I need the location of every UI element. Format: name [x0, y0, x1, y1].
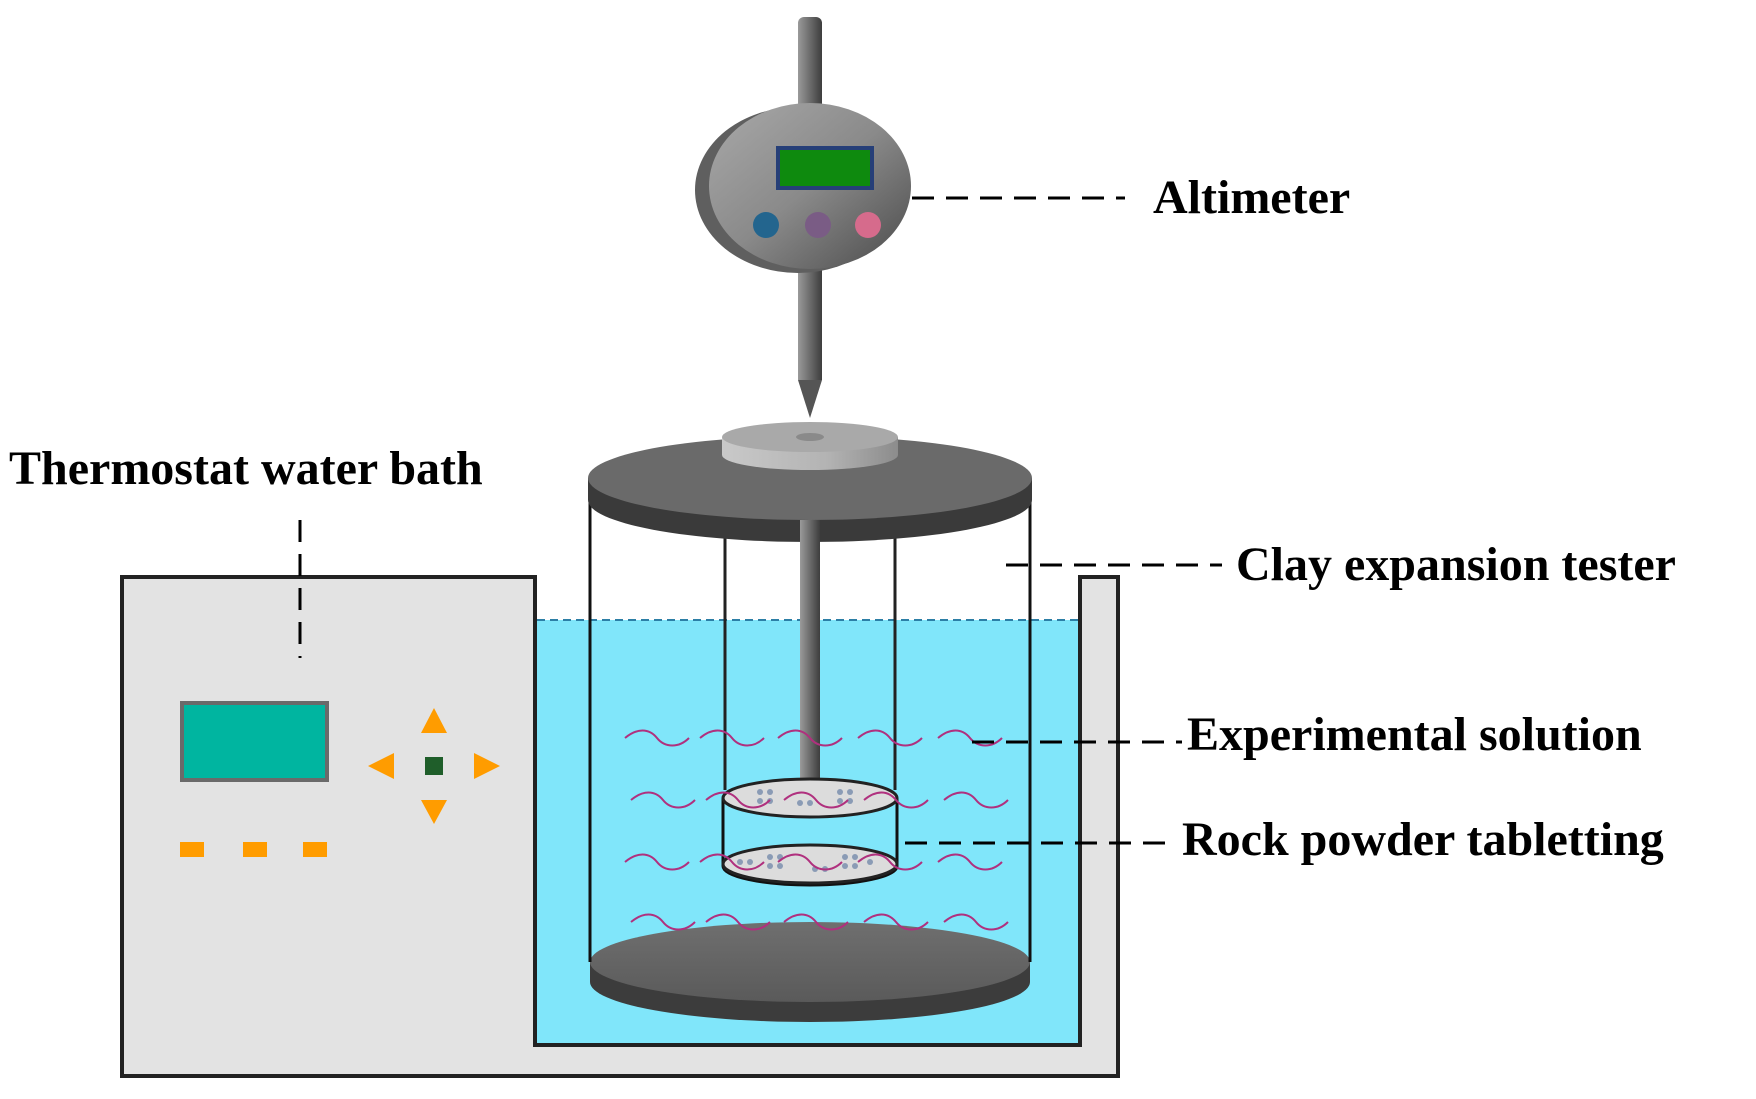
solution-wave [705, 913, 771, 931]
altimeter-button-pink [855, 212, 881, 238]
altimeter-button-blue [753, 212, 779, 238]
lid-cap-hole [796, 433, 824, 441]
solution-wave [783, 913, 849, 931]
solution-label: Experimental solution [1187, 708, 1642, 761]
altimeter-device [695, 17, 911, 418]
leader-lines [298, 196, 1222, 845]
solution-wave [857, 729, 923, 747]
solution-wave [624, 729, 690, 747]
solution-wave [630, 791, 696, 809]
push-rod [800, 520, 820, 792]
up-arrow-icon [421, 708, 447, 733]
altimeter-probe-tip [798, 380, 822, 418]
orange-button-3 [303, 842, 327, 857]
tester-label: Clay expansion tester [1236, 538, 1676, 591]
left-arrow-icon [368, 753, 394, 779]
lid-plate [588, 436, 1032, 520]
solution-wave [699, 853, 765, 871]
solution-wave [943, 791, 1009, 809]
display-screen [180, 701, 329, 782]
solution-wave [863, 791, 929, 809]
solution-wave [624, 853, 690, 871]
altimeter-upper-stem [798, 17, 822, 117]
solution-wave [777, 729, 843, 747]
solution-wave [777, 853, 843, 871]
base-plate [590, 922, 1030, 1002]
solution-wave [863, 913, 929, 931]
down-arrow-icon [421, 800, 447, 824]
center-button [425, 757, 443, 775]
orange-button-1 [180, 842, 204, 857]
altimeter-button-purple [805, 212, 831, 238]
solution-wave [937, 729, 1003, 747]
tablet-label: Rock powder tabletting [1182, 813, 1664, 866]
solution-waves [624, 729, 1009, 931]
solution-wave [937, 853, 1003, 871]
altimeter-lower-stem [798, 255, 822, 380]
solution-wave [857, 853, 923, 871]
tablet-cylinder-body [721, 798, 899, 887]
solution-wave [699, 729, 765, 747]
clay-expansion-tester [588, 422, 1032, 1022]
solution-wave [783, 791, 849, 809]
tablet-top-disk [721, 777, 899, 819]
altimeter-label: Altimeter [1153, 171, 1350, 224]
thermostat-label: Thermostat water bath [9, 442, 483, 495]
orange-button-2 [243, 842, 267, 857]
right-arrow-icon [474, 753, 500, 779]
solution-wave [943, 913, 1009, 931]
solution-wave [630, 913, 696, 931]
altimeter-screen [776, 146, 874, 190]
tablet-perforations-top [757, 789, 853, 806]
solution-wave [705, 791, 771, 809]
